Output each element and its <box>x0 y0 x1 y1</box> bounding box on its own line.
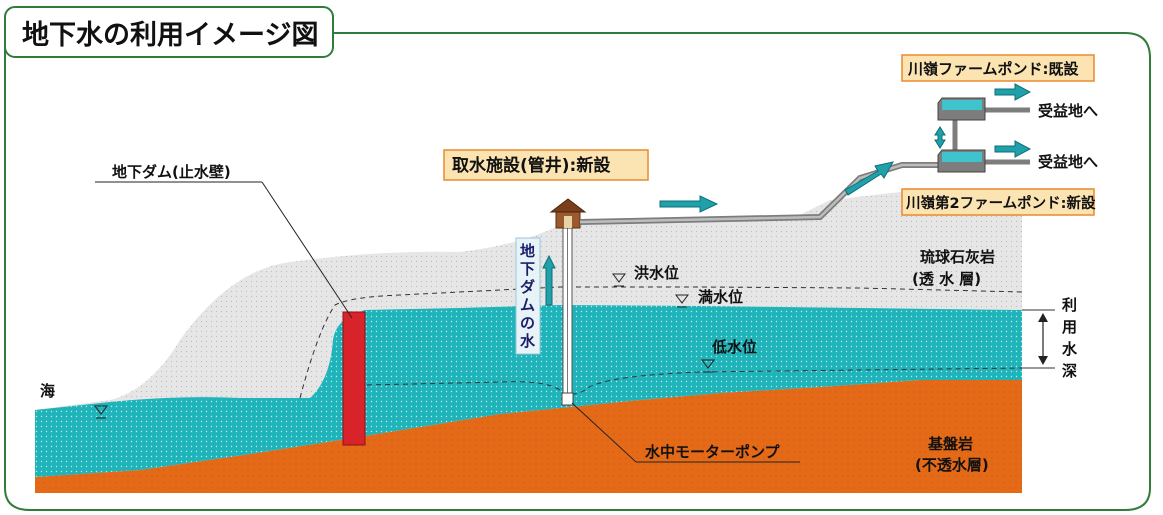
bidirectional-arrow-icon <box>934 126 946 149</box>
depth-label-char: 水 <box>1062 340 1078 358</box>
full-level-marker-icon <box>675 294 689 304</box>
dam-leader-line <box>261 181 353 319</box>
pond1-label: 川嶺ファームポンド:既設 <box>907 60 1080 78</box>
dam-water-label-char: の <box>520 314 535 332</box>
dam-water-label-char: 下 <box>520 260 535 278</box>
diagram-title: 地下水の利用イメージ図 <box>22 20 318 51</box>
flood-level-line <box>299 286 1023 399</box>
flow-arrow-icon <box>659 195 719 213</box>
wellhouse-roof-icon <box>549 198 587 213</box>
flood-level-label: 洪水位 <box>634 264 679 282</box>
low-level-label: 低水位 <box>711 338 757 356</box>
dam-label: 地下ダム(止水壁) <box>112 163 231 181</box>
upward-arrow-icon <box>542 254 556 306</box>
depth-label-char: 利 <box>1062 296 1077 314</box>
pump-icon <box>561 392 574 406</box>
dam-water-label-box <box>515 237 541 355</box>
depth-label-char: 深 <box>1062 362 1077 380</box>
depth-label-char: 用 <box>1062 318 1077 336</box>
sea-label: 海 <box>40 382 55 400</box>
flow-arrow-icon <box>844 161 894 196</box>
pond1-water <box>942 100 982 110</box>
groundwater-body <box>35 305 1022 477</box>
frame-border <box>4 32 1151 511</box>
pump-leader-line <box>571 402 637 463</box>
dam-water-label-char: 水 <box>520 332 536 350</box>
flow-arrow-icon <box>994 140 1032 158</box>
flow-arrow-icon <box>994 83 1032 101</box>
dam-water-label-char: ダ <box>520 278 535 296</box>
pond2-label: 川嶺第2ファームポンド:新設 <box>905 194 1096 212</box>
intake-label: 取水施設(管井):新設 <box>452 155 611 176</box>
bedrock-sublabel: (不透水層) <box>915 456 989 474</box>
benefit-area-label: 受益地へ <box>1038 102 1098 120</box>
dam-water-label-char: 地 <box>520 242 535 260</box>
pond2-water <box>942 152 982 162</box>
low-level-line <box>366 367 1023 395</box>
bedrock-label: 基盤岩 <box>927 435 973 453</box>
pipeline-highlight <box>579 163 940 224</box>
flood-level-marker-icon <box>612 273 626 283</box>
depth-arrow-down-icon <box>1038 356 1048 365</box>
depth-arrow-up-icon <box>1038 313 1048 322</box>
sea-level-marker-icon <box>94 405 108 415</box>
limestone-label: 琉球石灰岩 <box>920 248 995 266</box>
intake-label-box <box>443 149 649 181</box>
bedrock-layer <box>35 378 1022 493</box>
wellhouse-door <box>564 216 572 228</box>
dam-water-label-char: ム <box>520 296 535 314</box>
pond1-label-box <box>901 54 1095 82</box>
benefit-area-label: 受益地へ <box>1038 153 1098 171</box>
title-box <box>4 6 334 58</box>
full-level-label: 満水位 <box>698 288 743 306</box>
pond2-label-box <box>901 188 1095 216</box>
low-level-marker-icon <box>701 359 715 369</box>
underground-dam-wall <box>342 311 366 446</box>
pump-label: 水中モーターポンプ <box>645 443 781 461</box>
limestone-sublabel: (透 水 層) <box>912 270 981 288</box>
